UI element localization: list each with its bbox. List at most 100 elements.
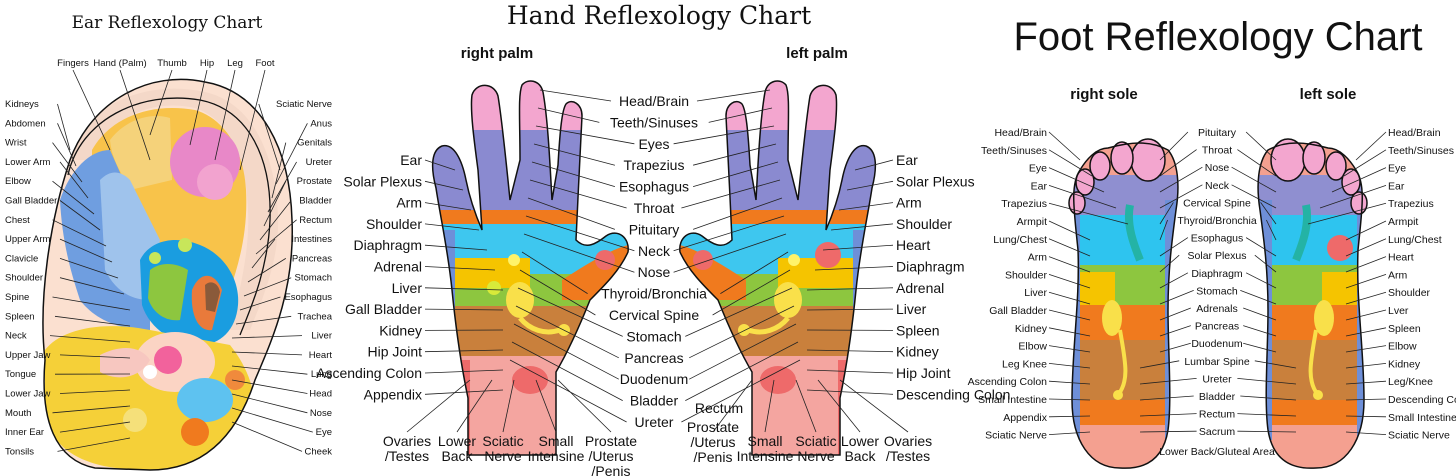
ear-right-label: Sciatic Nerve xyxy=(276,99,332,110)
foot-leader-line xyxy=(1243,307,1277,321)
right-sole-side-label: Appendix xyxy=(1003,412,1048,424)
foot-leader-line xyxy=(1345,274,1387,289)
hand-leader-line xyxy=(424,389,504,395)
foot-leader-line xyxy=(1048,309,1091,321)
foot-leader-line xyxy=(1254,360,1297,369)
ear-leader-line xyxy=(59,238,113,263)
ear-right-label: Ureter xyxy=(306,157,332,168)
left-sole-side-label: Eye xyxy=(1388,163,1406,175)
ear-left-label: Lower Arm xyxy=(5,157,50,168)
hand-leader-line xyxy=(764,379,775,433)
foot-leader-line xyxy=(1345,415,1387,418)
foot-center-label: Bladder xyxy=(1199,391,1236,403)
foot-leader-line xyxy=(1245,131,1277,161)
ear-leader-line xyxy=(275,123,308,185)
foot-leader-line xyxy=(1139,430,1197,433)
right-sole-side-label: Small Intestine xyxy=(978,394,1047,406)
right-sole-side-label: Lung/Chest xyxy=(993,234,1047,246)
hand-leader-line xyxy=(513,323,619,380)
ear-leader-line xyxy=(52,405,131,414)
foot-leader-line xyxy=(1048,363,1091,369)
foot-leader-line xyxy=(1048,431,1091,435)
left-palm-side-label: Spleen xyxy=(896,322,940,338)
right-palm-side-label: Solar Plexus xyxy=(343,173,422,189)
hand-leader-line xyxy=(806,308,894,311)
foot-leader-line xyxy=(1048,256,1091,273)
left-sole-side-label: Ear xyxy=(1388,180,1405,192)
foot-leader-line xyxy=(1159,272,1189,289)
ear-leader-line xyxy=(231,365,308,375)
foot-labels: Head/BrainTeeth/SinusesEyeEarTrapeziusAr… xyxy=(968,127,1456,458)
hand-leader-line xyxy=(693,143,777,166)
hand-center-label: Neck xyxy=(638,243,671,259)
ear-leader-line xyxy=(119,69,151,161)
left-palm-bottom-label: Prostate xyxy=(687,419,739,435)
foot-center-label: Neck xyxy=(1205,180,1230,192)
foot-leader-line xyxy=(1345,291,1387,305)
right-sole-side-label: Elbow xyxy=(1018,341,1047,353)
ear-leader-line xyxy=(239,69,266,171)
ear-right-label: Cheek xyxy=(305,446,333,457)
right-palm-bottom-label: /Testes xyxy=(385,448,429,464)
ear-chart-title: Ear Reflexology Chart xyxy=(72,13,263,33)
right-palm-side-label: Ear xyxy=(400,152,422,168)
ear-leader-line xyxy=(255,219,297,255)
ear-right-label: Intestines xyxy=(291,234,332,245)
hand-leader-line xyxy=(814,266,894,271)
left-palm-side-label: Solar Plexus xyxy=(896,173,975,189)
foot-leader-line xyxy=(1237,413,1297,417)
ear-leader-line xyxy=(231,407,313,433)
hand-leader-line xyxy=(720,251,789,294)
hand-leader-line xyxy=(424,180,464,191)
left-sole-side-label: Trapezius xyxy=(1388,198,1434,210)
foot-leader-line xyxy=(1048,238,1091,257)
ear-leader-line xyxy=(258,103,281,171)
ear-leader-line xyxy=(52,219,107,247)
hand-leader-line xyxy=(539,89,612,102)
left-palm-bottom-label: /Penis xyxy=(694,449,733,465)
left-palm-bottom-label: /Uterus xyxy=(690,434,735,450)
right-palm-bottom-label: Small xyxy=(538,433,573,449)
ear-leader-line xyxy=(231,335,303,339)
ear-left-label: Upper Arm xyxy=(5,234,50,245)
hand-leader-line xyxy=(517,287,623,337)
foot-leader-line xyxy=(1159,202,1174,225)
hand-leader-line xyxy=(424,287,504,291)
left-sole-side-label: Lung/Chest xyxy=(1388,234,1442,246)
hand-leader-line xyxy=(406,379,471,433)
foot-center-label: Solar Plexus xyxy=(1188,250,1247,262)
right-palm-side-label: Appendix xyxy=(364,386,422,402)
left-palm-bottom-label: Lower xyxy=(841,433,879,449)
foot-leader-line xyxy=(1240,290,1277,305)
left-palm-side-label: Descending Colon xyxy=(896,386,1010,402)
left-palm-bottom-label: Ovaries xyxy=(884,433,932,449)
foot-leader-line xyxy=(1159,307,1191,321)
ear-right-label: Esophagus xyxy=(284,292,332,303)
right-palm-bottom-label: /Penis xyxy=(592,463,631,476)
hand-center-label: Ureter xyxy=(635,414,674,430)
hand-leader-line xyxy=(502,379,515,433)
ear-leader-line xyxy=(59,200,101,231)
ear-left-label: Lower Jaw xyxy=(5,389,51,400)
hand-leader-line xyxy=(681,179,781,209)
foot-leader-line xyxy=(1139,413,1197,417)
hand-leader-line xyxy=(424,266,496,271)
ear-leader-line xyxy=(247,258,287,283)
hand-leader-line xyxy=(696,89,771,102)
ear-right-label: Eye xyxy=(316,427,332,438)
left-palm-side-label: Liver xyxy=(896,301,927,317)
left-palm-bottom-label: Back xyxy=(844,448,876,464)
right-palm-side-label: Gall Bladder xyxy=(345,301,422,317)
hand-leader-line xyxy=(806,287,894,291)
ear-illustration xyxy=(42,78,293,471)
foot-leader-line xyxy=(1345,238,1387,257)
right-sole-side-label: Shoulder xyxy=(1005,269,1048,281)
left-palm-side-label: Adrenal xyxy=(896,280,944,296)
left-sole-side-label: Spleen xyxy=(1388,323,1421,335)
foot-leader-line xyxy=(1307,202,1387,225)
foot-leader-line xyxy=(1139,378,1197,385)
ear-leader-line xyxy=(189,69,208,146)
